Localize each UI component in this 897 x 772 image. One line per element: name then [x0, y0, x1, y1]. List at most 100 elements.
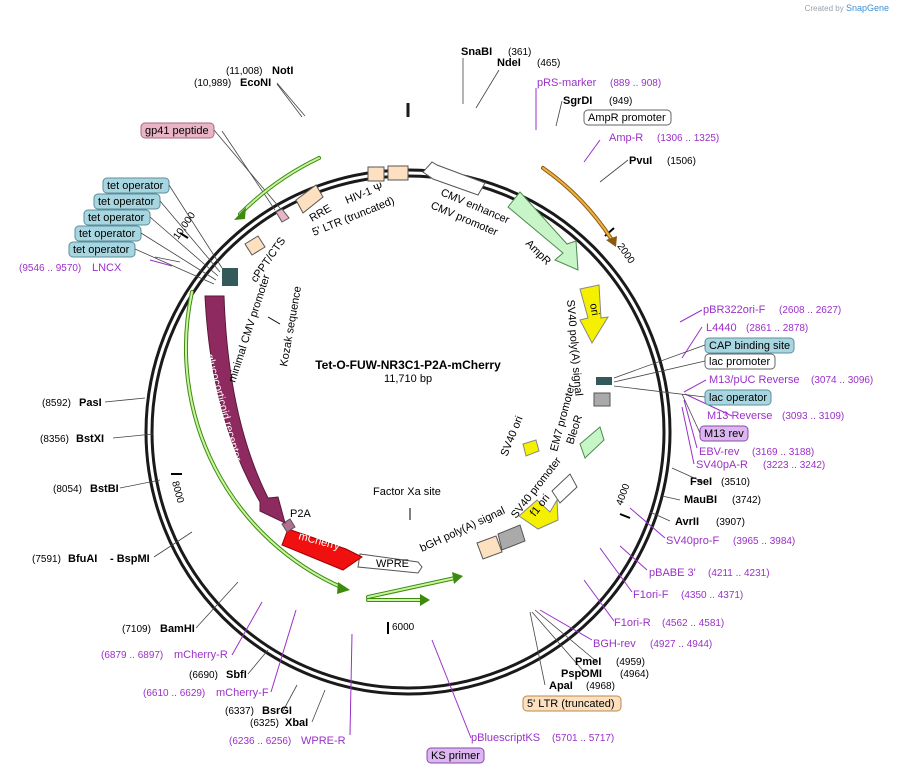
feature-label: SV40 poly(A) signal — [564, 299, 584, 396]
site-name: BfuAI — [68, 553, 97, 565]
tick-label: 2000 — [615, 241, 637, 266]
site-position: (11,008) — [226, 66, 263, 77]
site-name: BsrGI — [262, 705, 292, 717]
primer-name: pBluescriptKS — [471, 732, 540, 744]
site-name: BamHI — [160, 623, 195, 635]
primer-name: Amp-R — [609, 132, 643, 144]
site-position: (4959) — [616, 657, 645, 668]
primer-position: (889 .. 908) — [610, 78, 661, 89]
hiv-psi-block — [367, 166, 385, 182]
site-position: (361) — [508, 47, 531, 58]
primer-position: (4562 .. 4581) — [662, 618, 724, 629]
primer-position: (4350 .. 4371) — [681, 590, 743, 601]
primer-position: (5701 .. 5717) — [552, 733, 614, 744]
primer-position: (2608 .. 2627) — [779, 305, 841, 316]
site-name: PspOMI — [561, 668, 602, 680]
site-name: BstBI — [90, 483, 119, 495]
feature-label: WPRE — [376, 558, 409, 570]
label-box — [704, 337, 795, 354]
primer-position: (9546 .. 9570) — [19, 263, 81, 274]
site-name: SgrDI — [563, 95, 592, 107]
gr-arrow — [204, 295, 286, 524]
primer-name: EBV-rev — [699, 446, 740, 458]
primers: pRS-marker (889 .. 908) Amp-R (1306 .. 1… — [19, 77, 873, 747]
feature-label: SV40 ori — [499, 414, 526, 458]
bleor-arrow — [579, 426, 605, 459]
tick-label: 6000 — [392, 622, 415, 633]
sv40-promoter-arrow — [551, 473, 578, 504]
label-box — [522, 695, 622, 712]
site-name: MauBI — [684, 494, 717, 506]
feature-label: minimal CMV promoter — [226, 273, 272, 384]
primer-name: BGH-rev — [593, 638, 636, 650]
site-position: (8592) — [42, 398, 71, 409]
site-name: NdeI — [497, 57, 521, 69]
label-box-text: CAP binding site — [709, 340, 790, 352]
feature-label: AmpR — [523, 238, 553, 268]
lac-leaders — [613, 344, 706, 434]
label-box-text: tet operator — [88, 212, 145, 224]
site-position: (6690) — [189, 670, 218, 681]
primer-name: L4440 — [706, 322, 737, 334]
site-position: (7109) — [122, 624, 151, 635]
created-by-text: Created by — [804, 4, 844, 13]
orf-arrowhead — [420, 594, 430, 606]
primer-position: (6236 .. 6256) — [229, 736, 291, 747]
site-name: SbfI — [226, 669, 247, 681]
site-position: (1506) — [667, 156, 696, 167]
label-box-text: lac promoter — [709, 356, 770, 368]
plasmid-name: Tet-O-FUW-NR3C1-P2A-mCherry — [315, 358, 501, 372]
site-position: (4968) — [586, 681, 615, 692]
tick-mark: 4000 — [614, 482, 633, 519]
primer-name: WPRE-R — [301, 735, 346, 747]
sv40-polya-block — [596, 377, 612, 385]
primer-position: (2861 .. 2878) — [746, 323, 808, 334]
site-name: BstXI — [76, 433, 104, 445]
primer-position: (6610 .. 6629) — [143, 688, 205, 699]
feature-label: P2A — [290, 508, 311, 520]
primer-name: mCherry-F — [216, 687, 269, 699]
primer-position: (1306 .. 1325) — [657, 133, 719, 144]
primer-position: (3074 .. 3096) — [811, 375, 873, 386]
ampr-arrow — [507, 191, 579, 271]
site-name: PasI — [79, 397, 102, 409]
orf-arrow — [367, 577, 456, 598]
site-position: (8054) — [53, 484, 82, 495]
site-position: (465) — [537, 58, 560, 69]
site-position: (3907) — [716, 517, 745, 528]
orf-arrowhead — [606, 236, 617, 247]
label-box-text: lac operator — [709, 392, 767, 404]
amp-orf-arc — [542, 167, 613, 241]
cppt-block — [244, 235, 266, 256]
site-position: (4964) — [620, 669, 649, 680]
site-name: AvrII — [675, 516, 699, 528]
site-name: - BspMI — [110, 553, 150, 565]
label-box-text: tet operator — [73, 244, 130, 256]
label-box — [68, 241, 136, 258]
primer-name: SV40pro-F — [666, 535, 719, 547]
primer-name: SV40pA-R — [696, 459, 748, 471]
site-position: (3510) — [721, 477, 750, 488]
f1-ori-arrow — [518, 498, 559, 530]
label-box-text: M13 rev — [704, 428, 744, 440]
gp41-block — [275, 208, 290, 223]
label-box — [583, 109, 672, 126]
orf-arrow — [184, 291, 344, 589]
rre-block — [295, 184, 324, 214]
ltr5-block — [387, 165, 409, 181]
label-box-text: AmpR promoter — [588, 112, 666, 124]
tet-operator-cluster — [222, 268, 238, 286]
primer-position: (4211 .. 4231) — [708, 568, 770, 579]
site-name: SnaBI — [461, 46, 492, 58]
snapgene-branding: Created by SnapGene — [805, 3, 889, 13]
label-box — [704, 353, 776, 370]
primer-name: pBR322ori-F — [703, 304, 766, 316]
feature-shapes — [204, 161, 612, 574]
primer-position: (3169 .. 3188) — [752, 447, 814, 458]
label-box-text: tet operator — [107, 180, 164, 192]
tick-label: 4000 — [614, 482, 632, 507]
label-box-text: KS primer — [431, 750, 480, 762]
site-position: (8356) — [40, 434, 69, 445]
site-position: (10,989) — [194, 78, 231, 89]
